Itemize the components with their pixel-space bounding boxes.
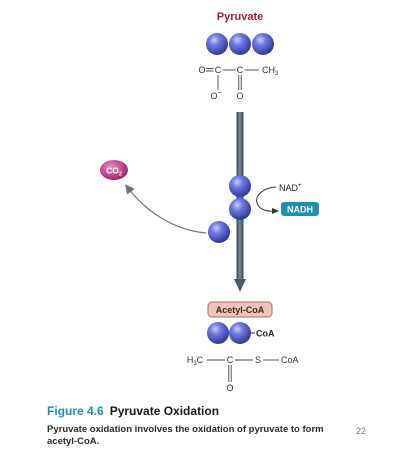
carbon-sphere xyxy=(229,198,251,220)
figure-caption-text: Pyruvate oxidation involves the oxidatio… xyxy=(47,424,324,447)
nadh-badge: NADH xyxy=(281,202,319,216)
acetyl-coa-label: Acetyl-CoA xyxy=(216,305,265,315)
formula-atom: CoA xyxy=(281,355,299,365)
acetyl-coa-bonds xyxy=(207,359,279,382)
formula-atom: CH3 xyxy=(262,65,279,77)
formula-charge: − xyxy=(217,90,221,97)
formula-atom: S xyxy=(255,355,261,365)
carbon-sphere xyxy=(229,33,251,55)
nad-reduction-arrow xyxy=(256,186,277,212)
co2-badge: CO2 xyxy=(100,160,128,180)
acetyl-coa-badge: Acetyl-CoA xyxy=(207,301,273,318)
acetyl-coa-formula: H3C C S CoA O xyxy=(187,355,299,393)
nad-label-text: NAD xyxy=(279,183,299,193)
co2-release-arrow xyxy=(125,184,207,234)
pyruvate-formula: O C C CH3 O− O xyxy=(198,65,279,101)
page-number: 22 xyxy=(356,426,367,436)
formula-atom: O− xyxy=(210,90,221,101)
formula-atom-text: C xyxy=(197,355,204,365)
carbon-sphere xyxy=(207,322,229,344)
acetyl-carbon-spheres xyxy=(207,322,251,344)
formula-atom-text: O xyxy=(210,91,217,101)
co2-subscript: 2 xyxy=(119,172,122,178)
formula-atom-text: H xyxy=(187,355,194,365)
coa-tag: CoA xyxy=(256,329,275,339)
carbon-sphere xyxy=(229,322,251,344)
carbon-sphere xyxy=(206,33,228,55)
formula-atom: H3C xyxy=(187,355,204,367)
pyruvate-bonds xyxy=(206,68,259,90)
nad-reduction-arrowhead xyxy=(272,208,279,214)
co2-label: CO2 xyxy=(106,166,122,178)
figure-number: Figure 4.6 xyxy=(47,404,104,418)
pyruvate-oxidation-diagram: Pyruvate O C C CH3 O− O CO2 NAD+ xyxy=(100,11,319,393)
pyruvate-label: Pyruvate xyxy=(217,11,263,23)
reaction-arrow-head xyxy=(234,279,246,292)
formula-atom: C xyxy=(227,355,234,365)
figure-caption-title: Figure 4.6 Pyruvate Oxidation xyxy=(47,404,219,418)
nad-superscript: + xyxy=(298,183,302,189)
formula-atom: O xyxy=(236,91,243,101)
released-carbon-sphere xyxy=(208,221,230,243)
formula-atom-text: CH xyxy=(262,65,275,75)
nad-label: NAD+ xyxy=(279,183,302,193)
carbon-sphere xyxy=(252,33,274,55)
nadh-label: NADH xyxy=(287,205,313,215)
formula-atom: C xyxy=(215,65,222,75)
co2-label-text: CO xyxy=(106,166,119,176)
formula-subscript: 3 xyxy=(275,71,279,77)
formula-atom: O xyxy=(198,65,205,75)
pyruvate-carbon-spheres xyxy=(206,33,274,55)
carbon-sphere xyxy=(229,175,251,197)
figure-title: Pyruvate Oxidation xyxy=(109,404,220,418)
formula-atom: C xyxy=(237,65,244,75)
formula-atom: O xyxy=(226,383,233,393)
formula-subscript: 3 xyxy=(193,361,197,367)
